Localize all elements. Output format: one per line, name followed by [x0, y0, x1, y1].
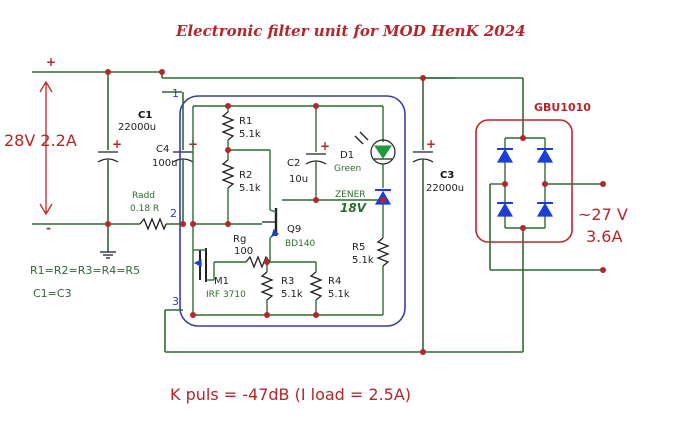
r1-name: R1 [239, 116, 252, 127]
bridge-label: GBU1010 [534, 101, 591, 114]
note-kpuls: K puls = -47dB (I load = 2.5A) [170, 385, 411, 404]
zener-value: 18V [340, 201, 368, 215]
resistor-rg [245, 255, 316, 269]
r1-value: 5.1k [239, 129, 261, 140]
diagram-title: Electronic filter unit for MOD HenK 2024 [175, 22, 526, 40]
q9-value: BD140 [285, 239, 316, 249]
d1-value: Green [334, 164, 361, 174]
r4-name: R4 [328, 276, 341, 287]
transistor-q9 [228, 149, 280, 262]
c2-name: C2 [287, 158, 300, 169]
rg-name: Rg [233, 234, 246, 245]
resistor-radd [139, 217, 167, 231]
capacitor-c1: + [97, 72, 122, 259]
m1-name: M1 [214, 276, 229, 287]
c1-name: C1 [138, 110, 152, 121]
node-3-label: 3 [172, 295, 179, 308]
output-loop-wires [164, 228, 524, 353]
svg-text:+: + [112, 137, 122, 151]
r5-value: 5.1k [352, 255, 374, 266]
junction-dots [105, 69, 606, 355]
input-minus-sign: - [46, 221, 51, 235]
note-caps-equal: C1=C3 [33, 287, 72, 300]
node-2-label: 2 [170, 207, 177, 220]
r5-name: R5 [352, 242, 365, 253]
r3-name: R3 [281, 276, 294, 287]
mosfet-m1 [193, 248, 246, 282]
c1-value: 22000u [118, 122, 156, 133]
capacitor-c3: + [412, 78, 436, 352]
r4-value: 5.1k [328, 289, 350, 300]
resistor-r3 [260, 262, 274, 315]
node-1-label: 1 [172, 87, 179, 100]
c3-value: 22000u [426, 183, 464, 194]
r2-value: 5.1k [239, 183, 261, 194]
bridge-feed-wire [423, 77, 524, 138]
inner-top-rail [192, 105, 383, 315]
svg-text:+: + [320, 139, 330, 153]
resistor-r4 [309, 262, 323, 315]
input-plus-sign: + [46, 55, 56, 69]
radd-name: Radd [132, 191, 155, 201]
c4-name: C4 [156, 144, 169, 155]
resistor-r5 [376, 237, 390, 315]
input-arrow [39, 80, 53, 216]
svg-text:+: + [426, 137, 436, 151]
c3-name: C3 [440, 170, 454, 181]
led-d1 [354, 106, 396, 188]
c2-value: 10u [289, 174, 308, 185]
inner-module-outline [179, 95, 406, 327]
capacitor-c2: + [282, 106, 383, 201]
r2-name: R2 [239, 170, 252, 181]
rg-value: 100 [234, 246, 253, 257]
radd-value: 0.18 R [130, 204, 159, 214]
m1-value: IRF 3710 [206, 290, 246, 300]
input-rating-label: 28V 2.2A [4, 131, 77, 150]
q9-name: Q9 [287, 224, 301, 235]
note-resistors-equal: R1=R2=R3=R4=R5 [30, 264, 140, 277]
zener-name: ZENER [335, 190, 366, 200]
d1-name: D1 [340, 150, 354, 161]
c4-value: 100u [152, 158, 177, 169]
r3-value: 5.1k [281, 289, 303, 300]
top-rail [32, 71, 455, 93]
output-current: 3.6A [586, 227, 622, 246]
output-voltage: ~27 V [578, 205, 628, 224]
bridge-outline [475, 119, 573, 243]
ac-output-wires [489, 184, 603, 271]
